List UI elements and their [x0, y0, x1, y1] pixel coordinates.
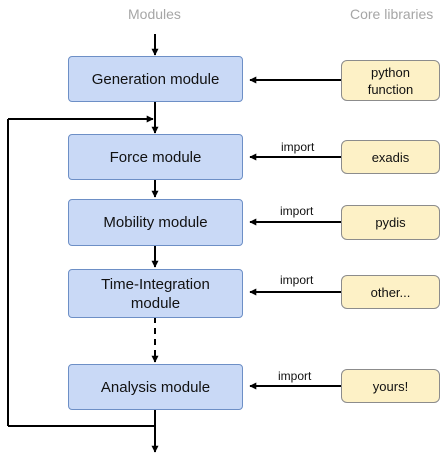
import-label-force: import [281, 140, 315, 154]
yours-library-box: yours! [341, 369, 440, 403]
import-label-analysis: import [278, 369, 312, 383]
import-label-mobility: import [280, 204, 314, 218]
modules-header: Modules [128, 6, 181, 22]
pydis-library-box: pydis [341, 205, 440, 240]
python-function-library-box: python function [341, 60, 440, 101]
force-module-box: Force module [68, 134, 243, 180]
analysis-module-box: Analysis module [68, 364, 243, 410]
other-library-box: other... [341, 275, 440, 309]
core-libraries-header: Core libraries [350, 6, 434, 22]
generation-module-box: Generation module [68, 56, 243, 102]
import-label-timeint: import [280, 273, 314, 287]
time-integration-module-box: Time-Integration module [68, 269, 243, 318]
exadis-library-box: exadis [341, 140, 440, 174]
mobility-module-box: Mobility module [68, 199, 243, 246]
